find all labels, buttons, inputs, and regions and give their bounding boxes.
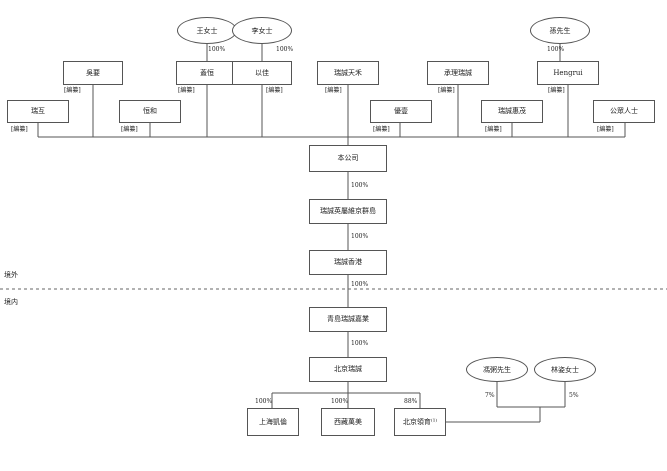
pct-bvi-hk: 100%: [351, 233, 369, 240]
pct-lin: 5%: [569, 392, 579, 399]
pct-hk-qingdao: 100%: [351, 281, 369, 288]
shareholder-yijia: 以佳: [232, 61, 292, 85]
pct-sun: 100%: [547, 46, 565, 53]
entity-shanghai: 上海凱倫: [247, 408, 299, 436]
person-li: 李女士: [232, 17, 292, 44]
shareholder-youchuang: 優壹: [370, 100, 432, 123]
shareholder-henghe: 恒和: [119, 100, 181, 123]
pct-beijing-edu: 88%: [404, 398, 418, 405]
shareholder-public: 公眾人士: [593, 100, 655, 123]
shareholder-hengrui: Hengrui: [537, 61, 599, 85]
entity-xizang: 西藏萬美: [321, 408, 375, 436]
shareholder-ruicheng-tianhe: 瑞誠天禾: [317, 61, 379, 85]
person-lin: 林姿女士: [534, 357, 596, 382]
pct-shanghai: 100%: [255, 398, 273, 405]
shareholder-haoyou: 瑞互: [7, 100, 69, 123]
redacted-haoyou: [編纂]: [11, 126, 28, 133]
entity-company: 本公司: [309, 145, 387, 172]
pct-qingdao-beijing: 100%: [351, 340, 369, 347]
pct-li: 100%: [276, 46, 294, 53]
pct-wang: 100%: [208, 46, 226, 53]
region-onshore: 境内: [4, 298, 18, 306]
redacted-henghe: [編纂]: [121, 126, 138, 133]
redacted-ruicheng-huimao: [編纂]: [485, 126, 502, 133]
redacted-public: [編纂]: [597, 126, 614, 133]
redacted-youchuang: [編纂]: [373, 126, 390, 133]
entity-qingdao: 青島瑞誠嘉業: [309, 307, 387, 332]
shareholder-chengli-ruicheng: 承理瑞誠: [427, 61, 489, 85]
pct-xizang: 100%: [331, 398, 349, 405]
redacted-gaiheng: [編纂]: [178, 87, 195, 94]
entity-beijing: 北京瑞誠: [309, 357, 387, 382]
redacted-wuyao: [編纂]: [64, 87, 81, 94]
redacted-chengli-ruicheng: [編纂]: [438, 87, 455, 94]
person-sun: 孫先生: [530, 17, 590, 44]
entity-hk: 瑞誠香港: [309, 250, 387, 275]
person-wang: 王女士: [177, 17, 237, 44]
entity-bvi: 瑞誠英屬維京群島: [309, 199, 387, 224]
pct-feng: 7%: [485, 392, 495, 399]
region-offshore: 境外: [4, 271, 18, 279]
redacted-yijia: [編纂]: [266, 87, 283, 94]
shareholder-ruicheng-huimao: 瑞誠惠茂: [481, 100, 543, 123]
entity-beijing-edu: 北京領育⁽¹⁾: [394, 408, 446, 436]
redacted-ruicheng-tianhe: [編纂]: [325, 87, 342, 94]
redacted-hengrui: [編纂]: [548, 87, 565, 94]
shareholder-wuyao: 吳要: [63, 61, 123, 85]
shareholder-gaiheng: 蓋恒: [176, 61, 238, 85]
person-feng: 馮粥先生: [466, 357, 528, 382]
pct-company-bvi: 100%: [351, 182, 369, 189]
